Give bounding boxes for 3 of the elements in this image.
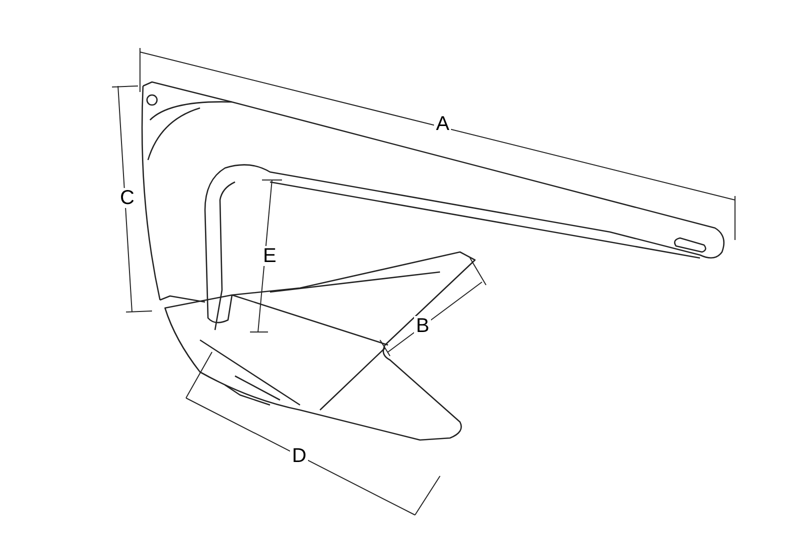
dimension-label: C [118, 188, 136, 208]
dimension-label: E [261, 246, 278, 266]
dimension-label: B [414, 316, 432, 336]
